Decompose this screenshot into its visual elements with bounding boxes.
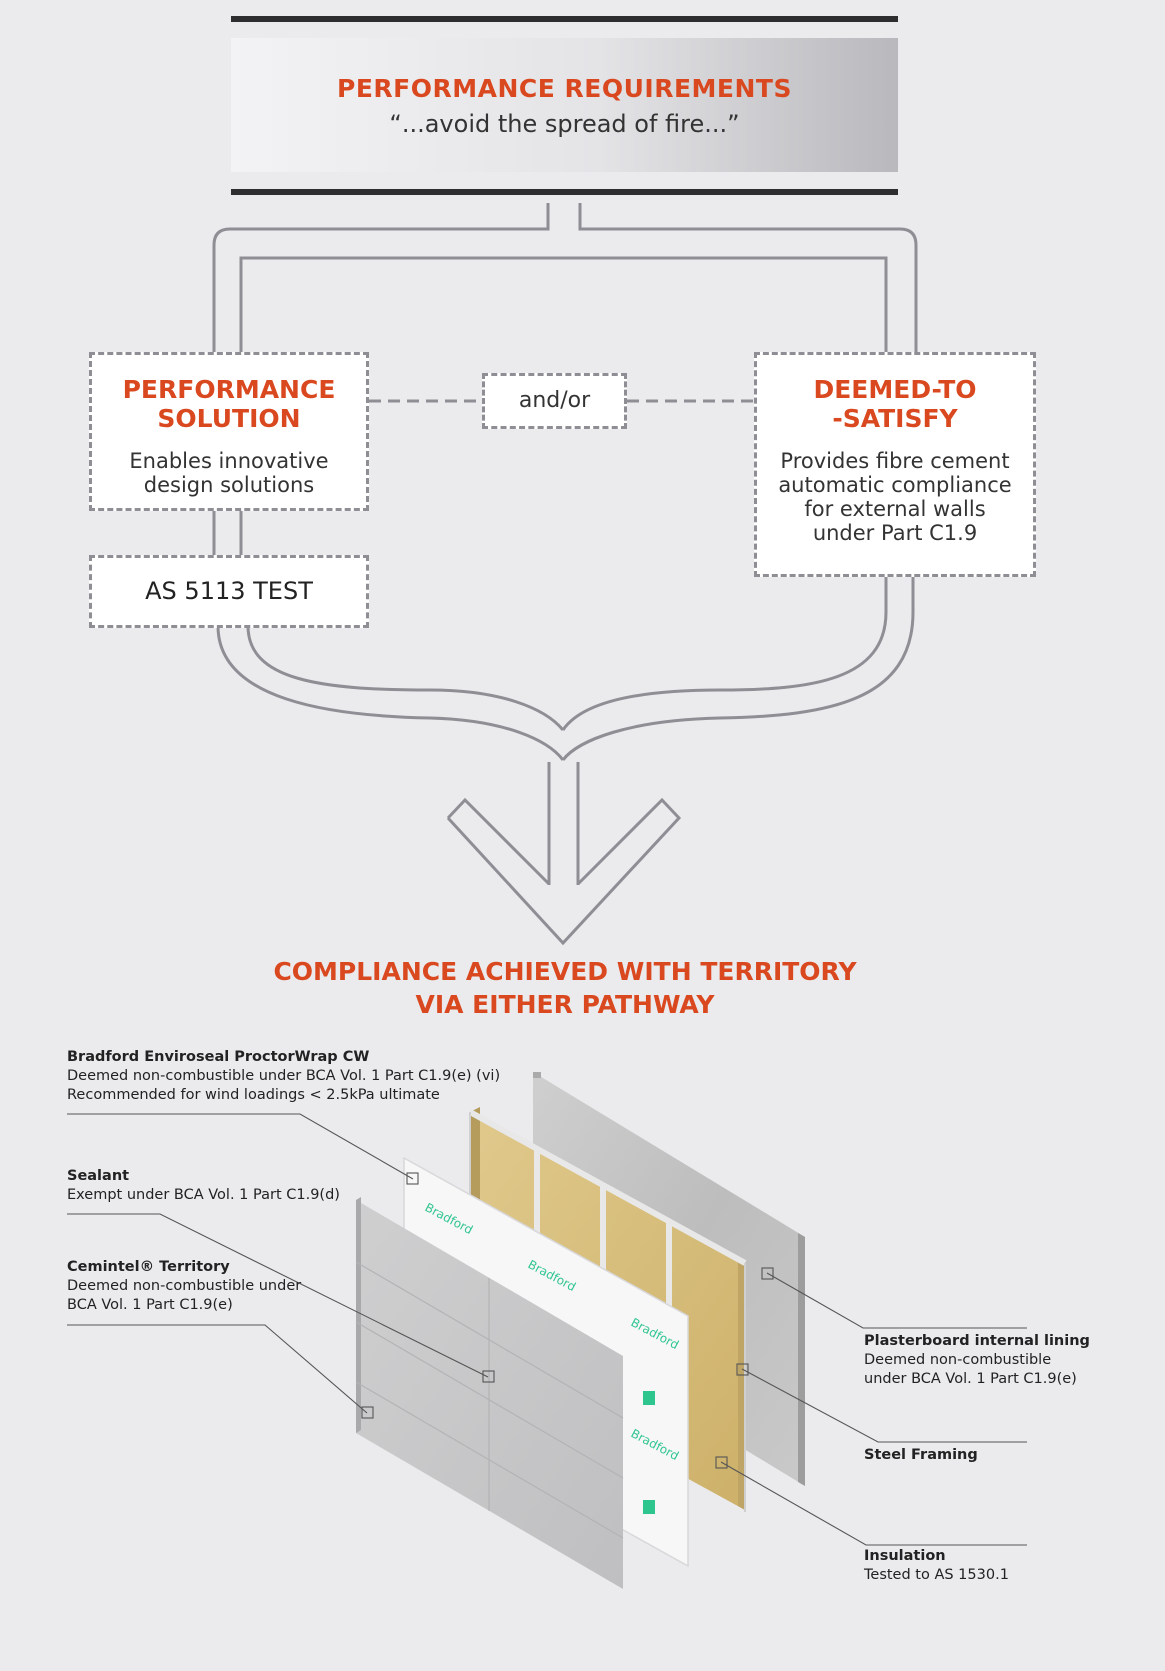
label-proctorwrap-line2: Recommended for wind loadings < 2.5kPa u… xyxy=(67,1087,440,1103)
header-band xyxy=(231,38,898,172)
dts-title-2: -SATISFY xyxy=(832,404,958,433)
label-cemintel-line1: Deemed non-combustible under xyxy=(67,1278,302,1294)
header-top-rule xyxy=(231,16,898,22)
leader-lines xyxy=(67,1113,1027,1546)
label-insulation-line1: Tested to AS 1530.1 xyxy=(864,1567,1009,1583)
performance-solution-title-1: PERFORMANCE xyxy=(122,375,336,404)
deemed-to-satisfy-box: DEEMED-TO -SATISFY Provides fibre cement… xyxy=(754,352,1036,577)
label-insulation-title: Insulation xyxy=(864,1548,946,1564)
label-proctorwrap-title: Bradford Enviroseal ProctorWrap CW xyxy=(67,1049,370,1065)
cladding-layer xyxy=(355,1197,624,1589)
header-title: PERFORMANCE REQUIREMENTS xyxy=(337,74,792,103)
wrap-green-mark-1 xyxy=(643,1391,655,1405)
label-cemintel: Cemintel® Territory Deemed non-combustib… xyxy=(67,1258,327,1315)
dts-text-4: under Part C1.9 xyxy=(812,521,978,545)
label-sealant-line1: Exempt under BCA Vol. 1 Part C1.9(d) xyxy=(67,1187,340,1203)
as5113-test-label: AS 5113 TEST xyxy=(145,577,313,605)
andor-label: and/or xyxy=(518,388,591,413)
compliance-line-2: VIA EITHER PATHWAY xyxy=(415,990,715,1019)
flow-pipes xyxy=(212,203,918,946)
as5113-test-box: AS 5113 TEST xyxy=(89,555,369,628)
performance-solution-box: PERFORMANCE SOLUTION Enables innovative … xyxy=(89,352,369,511)
label-steel-framing: Steel Framing xyxy=(864,1446,1064,1465)
label-sealant-title: Sealant xyxy=(67,1168,130,1184)
label-proctorwrap: Bradford Enviroseal ProctorWrap CW Deeme… xyxy=(67,1048,537,1105)
header-quote: “...avoid the spread of fire...” xyxy=(389,110,740,138)
andor-box: and/or xyxy=(482,373,627,429)
dts-text-1: Provides fibre cement xyxy=(780,449,1010,473)
performance-solution-text-1: Enables innovative xyxy=(129,449,329,473)
label-plasterboard-line2: under BCA Vol. 1 Part C1.9(e) xyxy=(864,1371,1077,1387)
label-insulation: Insulation Tested to AS 1530.1 xyxy=(864,1547,1064,1585)
label-plasterboard: Plasterboard internal lining Deemed non-… xyxy=(864,1332,1114,1389)
label-plasterboard-title: Plasterboard internal lining xyxy=(864,1333,1090,1349)
label-cemintel-title: Cemintel® Territory xyxy=(67,1259,230,1275)
performance-solution-title-2: SOLUTION xyxy=(157,404,301,433)
label-steel-framing-title: Steel Framing xyxy=(864,1447,978,1463)
dts-title-1: DEEMED-TO xyxy=(813,375,977,404)
label-sealant: Sealant Exempt under BCA Vol. 1 Part C1.… xyxy=(67,1167,367,1205)
dts-text-2: automatic compliance xyxy=(778,473,1012,497)
label-cemintel-line2: BCA Vol. 1 Part C1.9(e) xyxy=(67,1297,233,1313)
dts-text-3: for external walls xyxy=(804,497,986,521)
header-bottom-rule xyxy=(231,189,898,195)
wrap-green-mark-2 xyxy=(643,1500,655,1514)
label-proctorwrap-line1: Deemed non-combustible under BCA Vol. 1 … xyxy=(67,1068,501,1084)
compliance-line-1: COMPLIANCE ACHIEVED WITH TERRITORY xyxy=(273,957,857,986)
label-plasterboard-line1: Deemed non-combustible xyxy=(864,1352,1052,1368)
performance-solution-text-2: design solutions xyxy=(143,473,315,497)
